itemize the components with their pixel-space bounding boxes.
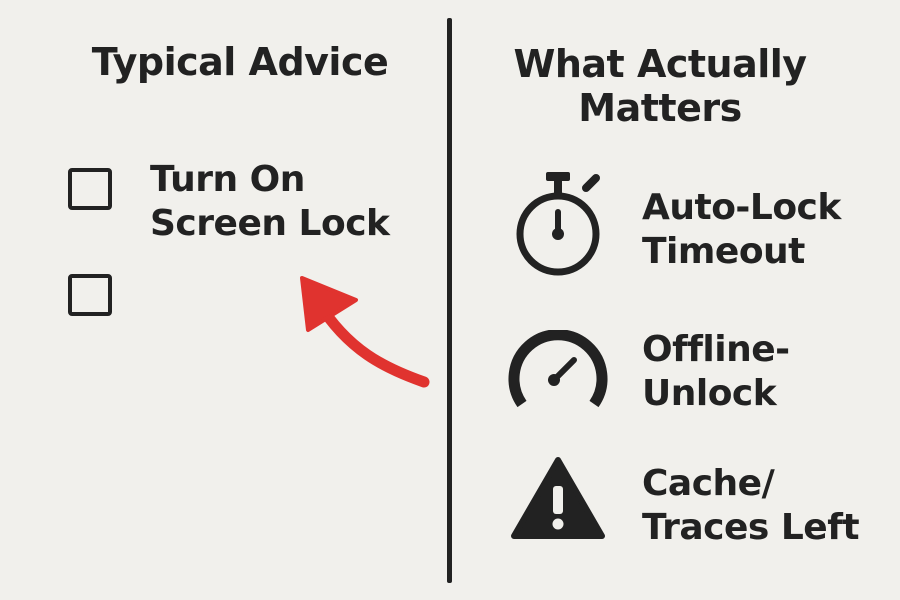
auto-lock-timeout-line1: Auto-Lock [642,187,841,228]
check-item-screen-lock-line1: Turn On [150,159,305,200]
cache-traces-left-line2: Traces Left [642,507,860,548]
curved-arrow-icon [300,276,430,388]
typical-advice-heading: Typical Advice [40,40,440,84]
offline-unlock-line1: Offline- [642,329,790,370]
what-actually-matters-heading-line2: Matters [578,86,742,130]
check-item-screen-lock-label: Turn On Screen Lock [150,158,440,246]
column-divider [447,18,452,583]
cache-traces-left-label: Cache/ Traces Left [642,462,892,550]
check-item-screen-lock-line2: Screen Lock [150,203,390,244]
auto-lock-timeout-label: Auto-Lock Timeout [642,186,892,274]
auto-lock-timeout-line2: Timeout [642,231,805,272]
offline-unlock-line2: Unlock [642,373,777,414]
what-actually-matters-heading: What Actually Matters [460,42,860,130]
checkbox-turn-on-screen-lock[interactable] [68,168,112,210]
checkbox-empty[interactable] [68,274,112,316]
what-actually-matters-heading-line1: What Actually [513,42,807,86]
gauge-icon [508,330,608,408]
typical-advice-heading-text: Typical Advice [91,40,389,84]
stopwatch-icon [516,172,600,276]
warning-icon [511,457,605,539]
cache-traces-left-line1: Cache/ [642,463,775,504]
offline-unlock-label: Offline- Unlock [642,328,892,416]
